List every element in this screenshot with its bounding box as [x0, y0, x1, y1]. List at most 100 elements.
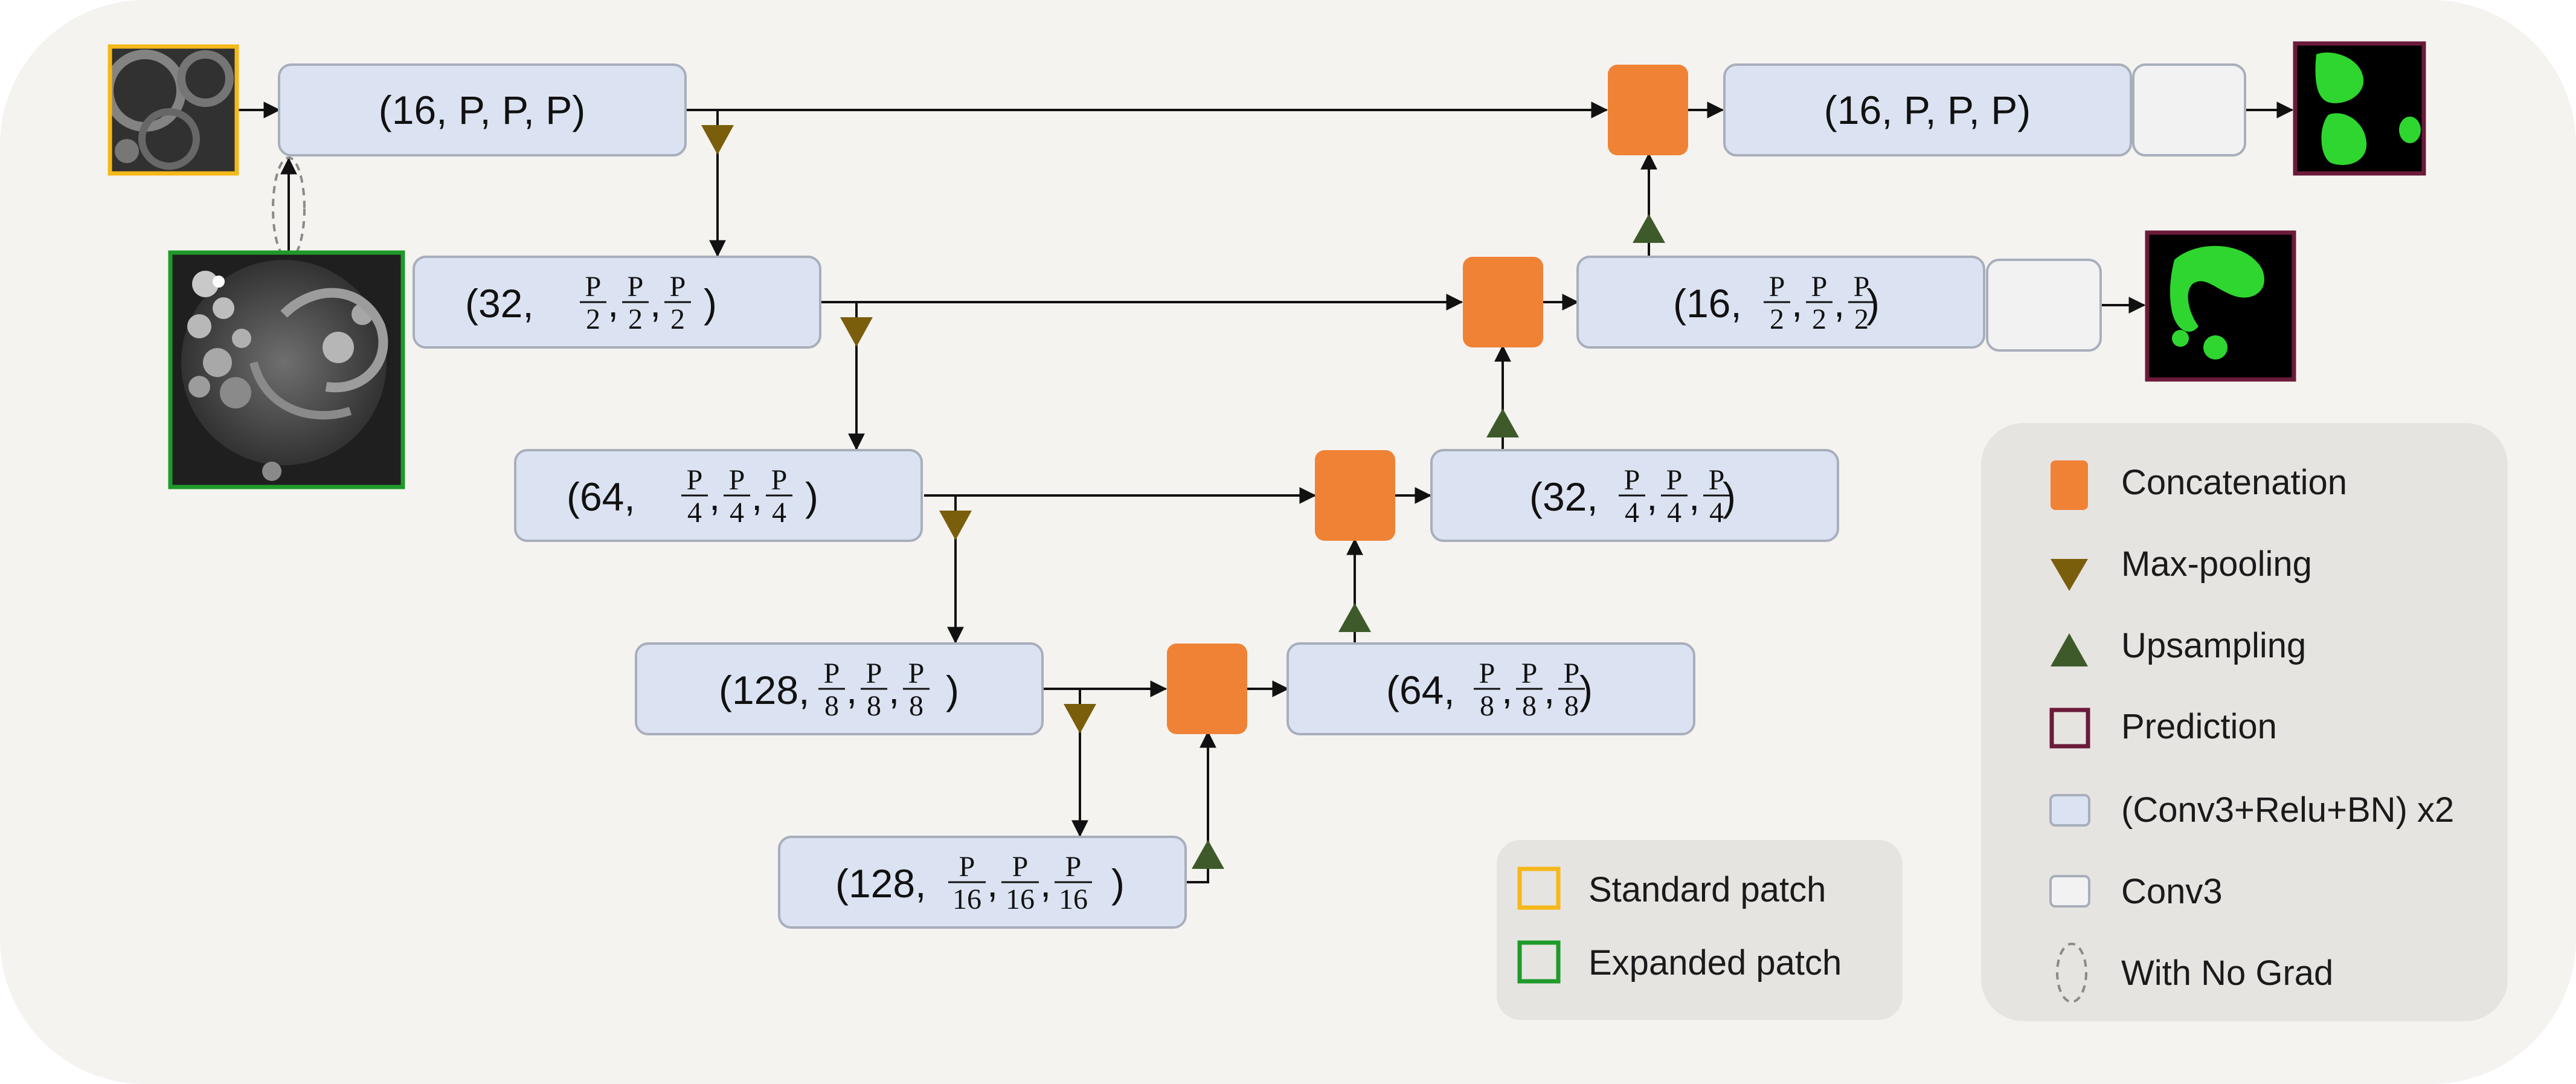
upsample-icon: [1633, 214, 1665, 243]
upsampling-markers: [1192, 214, 1665, 869]
fraction-denominator: 16: [1006, 883, 1035, 915]
bottleneck-up-path: [1185, 731, 1216, 883]
conv-block-label: (Conv3+Relu+BN) x2: [2121, 790, 2454, 830]
block-dec1-label: (16, P, P, P): [1824, 88, 2031, 132]
fraction-numerator: P: [1012, 851, 1029, 883]
upsample-legend-icon: [2051, 633, 2088, 666]
fraction-denominator: 4: [1709, 497, 1724, 529]
fraction-comma: ,: [1834, 280, 1845, 325]
maxpool-legend-icon: [2051, 559, 2088, 591]
pooling-markers: [701, 125, 1096, 734]
fraction-comma: ,: [751, 474, 762, 518]
maxpool-icon: [939, 511, 972, 540]
fraction-numerator: P: [1769, 271, 1785, 303]
block-dec4-label: (64,: [1386, 668, 1455, 712]
fraction-denominator: 2: [586, 303, 600, 335]
fraction-comma: ,: [1791, 280, 1802, 325]
prediction-image-2: [2145, 230, 2296, 382]
conv3-label: Conv3: [2121, 872, 2223, 911]
expanded-patch-swatch: [1517, 940, 1561, 984]
block-dec1: (16, P, P, P): [1723, 63, 2132, 156]
expanded-patch-label: Expanded patch: [1588, 943, 1842, 982]
standard-patch-label: Standard patch: [1588, 870, 1826, 909]
block-enc3-label: (64,: [567, 474, 635, 519]
fraction-comma: ,: [987, 860, 998, 905]
block-enc1: (16, P, P, P): [278, 63, 687, 156]
fraction-denominator: 8: [1480, 690, 1494, 722]
fraction-denominator: 4: [730, 497, 744, 529]
fraction-denominator: 8: [1564, 690, 1579, 722]
fraction-comma: ,: [1689, 474, 1700, 518]
fraction-denominator: 8: [909, 690, 923, 722]
block-dec3-label: (32,: [1529, 474, 1598, 519]
fraction-denominator: 2: [1812, 303, 1826, 335]
concat-node-3: [1315, 450, 1395, 541]
fraction-denominator: 2: [670, 303, 685, 335]
fraction-numerator: P: [729, 464, 745, 496]
fraction-comma: ,: [1544, 667, 1555, 712]
fraction-comma: ,: [650, 280, 661, 325]
fraction-comma: ,: [888, 667, 899, 712]
connections: [239, 102, 2294, 883]
conv3-box-1: [2132, 63, 2246, 156]
expanded-patch-image: [168, 250, 405, 489]
block-dec2-suffix: ): [1866, 281, 1880, 326]
conv-block-swatch: [2049, 794, 2090, 827]
fraction-numerator: P: [628, 271, 644, 303]
fraction-denominator: 8: [1522, 690, 1537, 722]
block-enc4-label: (128,: [719, 668, 809, 712]
fraction-numerator: P: [1854, 271, 1870, 303]
block-enc2-label: (32,: [465, 281, 534, 326]
block-bottleneck-label: (128,: [835, 861, 926, 906]
fraction-denominator: 2: [628, 303, 643, 335]
block-dec2-label: (16,: [1673, 281, 1742, 326]
prediction-label: Prediction: [2121, 707, 2277, 746]
concat-node-4: [1167, 644, 1247, 734]
fraction-comma: ,: [608, 280, 618, 325]
fraction-numerator: P: [1624, 464, 1640, 496]
fraction-numerator: P: [908, 657, 925, 689]
main-legend: Concatenation Max-pooling Upsampling Pre…: [1981, 423, 2508, 1021]
block-bottleneck-suffix: ): [1111, 861, 1125, 906]
fraction-comma: ,: [1502, 667, 1512, 712]
fraction-numerator: P: [585, 271, 602, 303]
fraction-numerator: P: [1811, 271, 1828, 303]
concatenation-label: Concatenation: [2121, 463, 2347, 502]
fraction-numerator: P: [1666, 464, 1683, 496]
conv3-swatch: [2049, 875, 2090, 908]
fraction-comma: ,: [846, 667, 857, 712]
upsample-icon: [1486, 408, 1519, 437]
fraction-denominator: 8: [867, 690, 881, 722]
fraction-dimensions: P2,P2,P2P4,P4,P4P8,P8,P8P16,P16,P16P8,P8…: [580, 271, 1875, 915]
prediction-swatch: [2049, 708, 2090, 749]
fraction-numerator: P: [1521, 657, 1538, 689]
block-enc3: (64, ): [514, 449, 923, 542]
fraction-numerator: P: [1065, 851, 1082, 883]
fraction-numerator: P: [1709, 464, 1725, 496]
concat-node-1: [1608, 65, 1688, 155]
block-enc4-suffix: ): [946, 668, 959, 712]
concatenation-swatch: [2051, 460, 2088, 510]
standard-patch-swatch: [1517, 866, 1561, 910]
fraction-denominator: 2: [1770, 303, 1784, 335]
fraction-denominator: 16: [1059, 883, 1088, 915]
fraction-numerator: P: [670, 271, 686, 303]
fraction-numerator: P: [1564, 657, 1580, 689]
maxpool-icon: [701, 125, 734, 155]
block-enc2-suffix: ): [704, 281, 717, 326]
no-grad-legend-icon: [2056, 943, 2087, 1003]
block-enc2: (32, ): [413, 256, 821, 349]
fraction-numerator: P: [687, 464, 703, 496]
fraction-comma: ,: [1646, 474, 1657, 518]
fraction-denominator: 2: [1854, 303, 1869, 335]
fraction-denominator: 8: [824, 690, 839, 722]
fraction-numerator: P: [771, 464, 788, 496]
fraction-comma: ,: [1040, 860, 1051, 905]
upsample-icon: [1192, 840, 1224, 869]
maxpool-label: Max-pooling: [2121, 544, 2312, 584]
block-enc3-suffix: ): [805, 474, 818, 519]
prediction-image-1: [2293, 41, 2426, 176]
patch-legend: Standard patch Expanded patch: [1497, 840, 1903, 1020]
fraction-numerator: P: [1479, 657, 1495, 689]
fraction-denominator: 4: [1625, 497, 1639, 529]
